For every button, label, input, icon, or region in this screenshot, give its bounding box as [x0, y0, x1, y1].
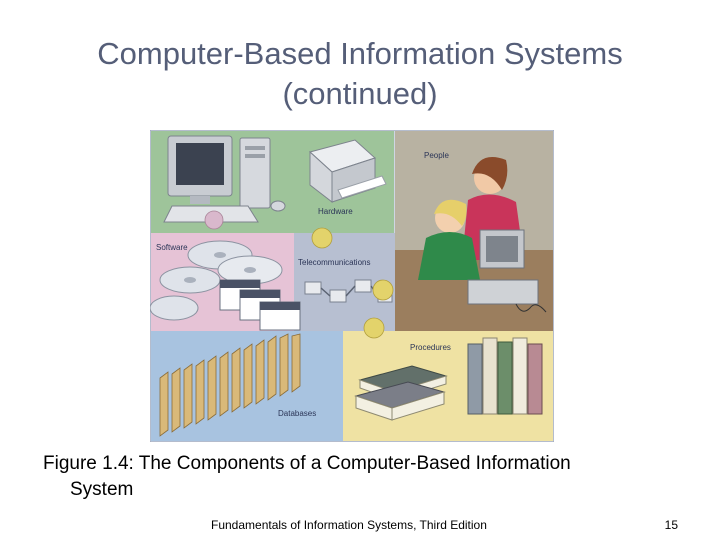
- software-label: Software: [156, 243, 188, 252]
- slide-title: Computer-Based Information Systems (cont…: [40, 34, 680, 114]
- slide-title-line-1: Computer-Based Information Systems: [97, 36, 623, 71]
- floppy-disks: [219, 279, 301, 331]
- caption-line-1: Figure 1.4: The Components of a Computer…: [43, 453, 571, 474]
- people-panel: People: [395, 131, 553, 331]
- figure-caption: Figure 1.4: The Components of a Computer…: [43, 451, 683, 503]
- slide-page-number: 15: [664, 518, 678, 532]
- puzzle-illustration: Hardware People Software: [150, 130, 554, 442]
- slide-title-line-2: (continued): [282, 76, 438, 111]
- slide-footer: Fundamentals of Information Systems, Thi…: [211, 518, 487, 532]
- caption-line-2: System: [70, 479, 134, 500]
- telecommunications-label: Telecommunications: [298, 258, 370, 267]
- databases-panel: Databases: [151, 331, 343, 441]
- hardware-panel: Hardware: [151, 131, 394, 233]
- procedures-label: Procedures: [410, 343, 451, 352]
- cbis-components-illustration: Hardware People Software: [150, 130, 554, 442]
- databases-label: Databases: [278, 409, 316, 418]
- puzzle-connectors: [311, 227, 394, 339]
- procedures-panel: Procedures: [343, 331, 553, 441]
- hardware-label: Hardware: [318, 207, 353, 216]
- people-label: People: [424, 151, 449, 160]
